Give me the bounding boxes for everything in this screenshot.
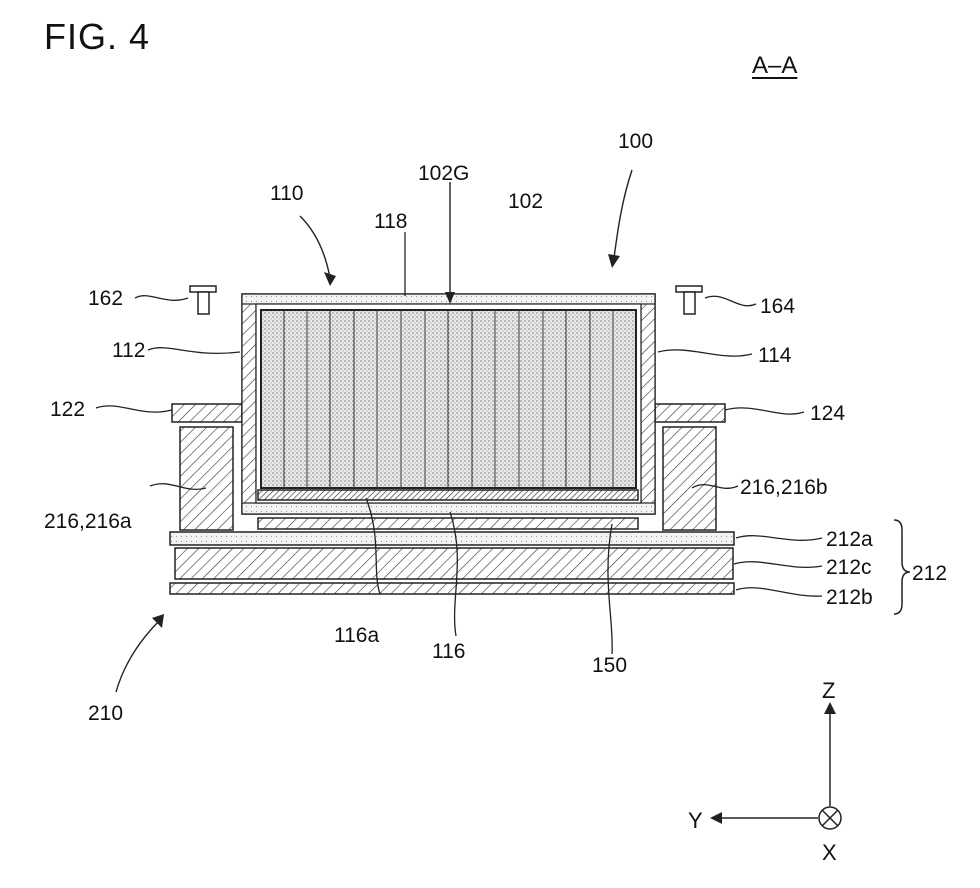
flange-122 xyxy=(172,404,242,422)
support-216a xyxy=(180,427,233,530)
label-212a: 212a xyxy=(826,528,873,551)
wall-112 xyxy=(242,294,256,514)
label-212c: 212c xyxy=(826,556,872,579)
label-122: 122 xyxy=(50,398,85,421)
wall-114 xyxy=(641,294,655,514)
terminal-164 xyxy=(676,286,702,314)
label-116: 116 xyxy=(432,640,465,663)
label-210: 210 xyxy=(88,702,123,725)
label-118: 118 xyxy=(374,210,407,233)
coordinate-axes xyxy=(718,710,841,829)
label-124: 124 xyxy=(810,402,845,425)
label-164: 164 xyxy=(760,295,795,318)
label-110: 110 xyxy=(270,182,303,205)
axis-x-label: X xyxy=(822,840,837,865)
brace-212 xyxy=(894,520,910,614)
z-arrow-head xyxy=(824,702,836,714)
y-arrow-head xyxy=(710,812,722,824)
label-114: 114 xyxy=(758,344,792,367)
support-216b xyxy=(663,427,716,530)
layer-150 xyxy=(258,518,638,529)
plate-212a xyxy=(170,532,734,545)
label-212b: 212b xyxy=(826,586,873,609)
label-150: 150 xyxy=(592,654,627,677)
plate-212c xyxy=(175,548,733,579)
label-116a: 116a xyxy=(334,624,379,647)
terminal-162 xyxy=(190,286,216,314)
plate-212b xyxy=(170,583,734,594)
label-212: 212 xyxy=(912,562,947,585)
axis-z-label: Z xyxy=(822,678,835,703)
sheet-116a xyxy=(258,490,638,500)
bottom-116 xyxy=(242,503,655,514)
section-label: A–A xyxy=(752,52,797,80)
label-102G: 102G xyxy=(418,162,469,185)
flange-124 xyxy=(655,404,725,422)
label-216a: 216,216a xyxy=(44,510,132,533)
label-100: 100 xyxy=(618,130,653,153)
label-216b: 216,216b xyxy=(740,476,828,499)
axis-y-label: Y xyxy=(688,808,703,833)
label-102: 102 xyxy=(508,190,543,213)
label-112: 112 xyxy=(112,339,145,362)
label-162: 162 xyxy=(88,287,123,310)
figure-title: FIG. 4 xyxy=(44,16,150,58)
